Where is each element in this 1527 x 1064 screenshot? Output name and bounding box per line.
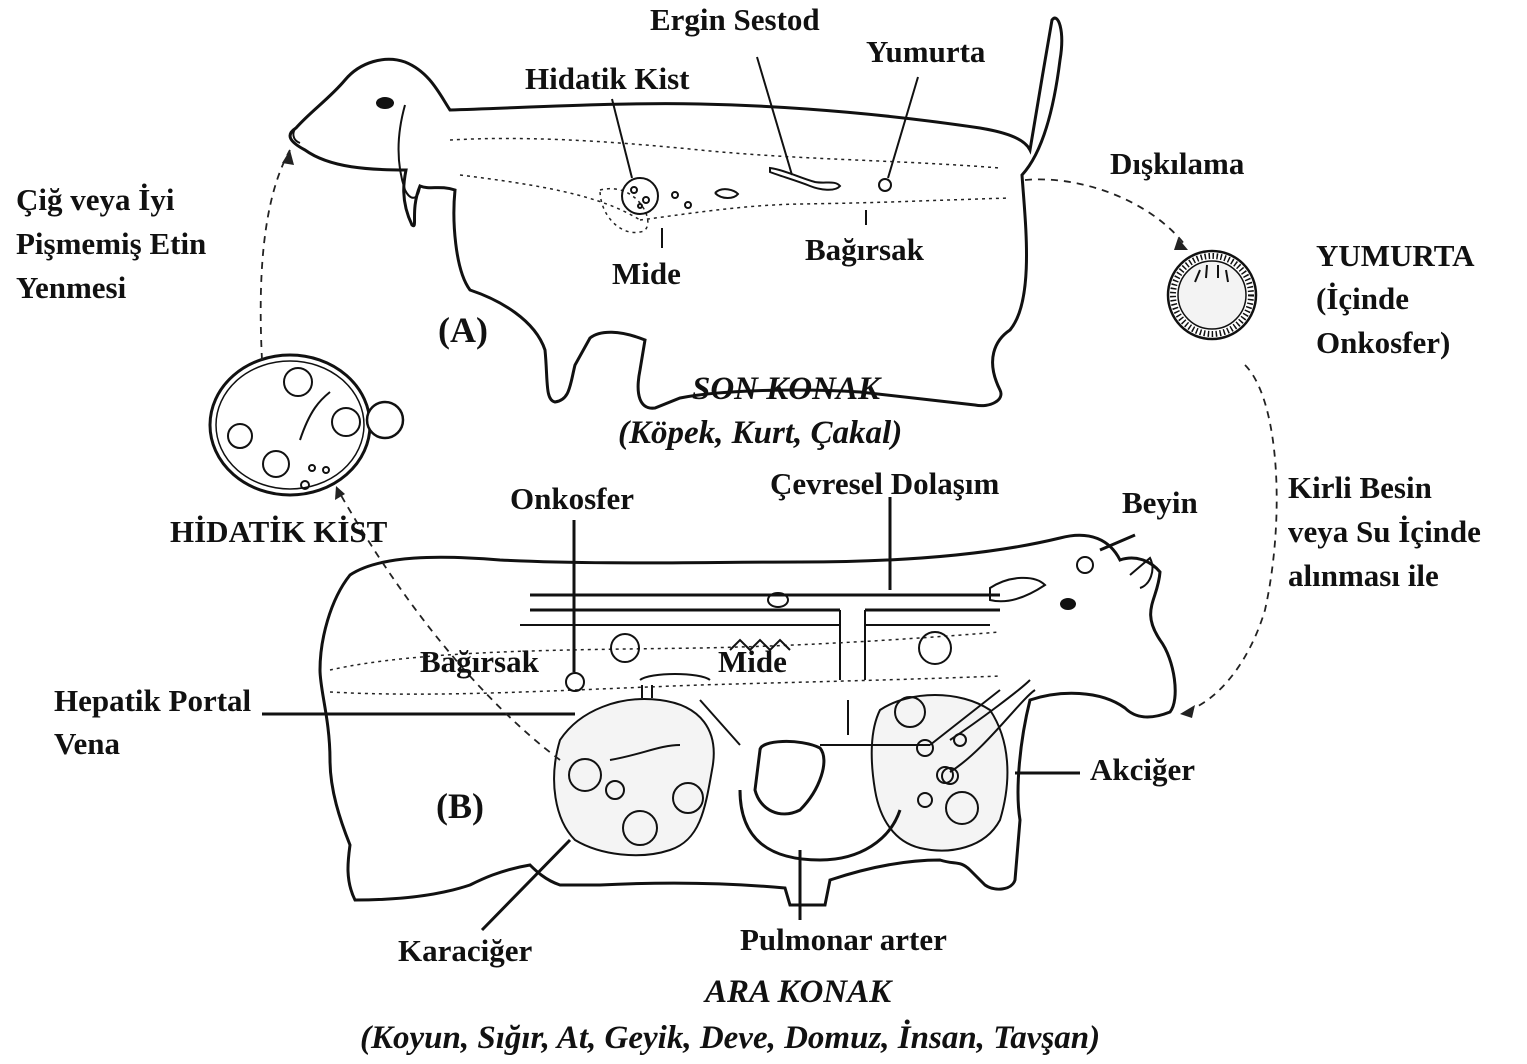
label-ara-konak-hosts: (Koyun, Sığır, At, Geyik, Deve, Domuz, İ… [360, 1018, 1100, 1056]
label-kirli1: Kirli Besin [1288, 470, 1432, 505]
label-son-konak: SON KONAK [692, 371, 882, 407]
label-akciger: Akciğer [1090, 752, 1195, 787]
label-cevresel-dolasim: Çevresel Dolaşım [770, 466, 999, 501]
sheep-intermediate-host [262, 497, 1175, 930]
label-kirli2: veya Su İçinde [1288, 514, 1481, 549]
label-karaciger: Karaciğer [398, 933, 533, 968]
label-diskilama: Dışkılama [1110, 146, 1245, 181]
label-pulmonar-arter: Pulmonar arter [740, 922, 947, 957]
label-cig-line1: Çiğ veya İyi [16, 182, 175, 217]
hydatid-cyst-illustration [210, 355, 403, 495]
label-b: (B) [436, 786, 484, 826]
label-son-konak-hosts: (Köpek, Kurt, Çakal) [618, 415, 902, 451]
label-beyin: Beyin [1122, 485, 1198, 520]
label-hepatik2: Vena [54, 726, 121, 761]
label-egg-title: YUMURTA [1316, 238, 1475, 273]
label-kirli3: alınması ile [1288, 558, 1439, 593]
label-yumurta: Yumurta [866, 34, 986, 69]
label-hidatik-kist-big: HİDATİK KİST [170, 514, 388, 549]
label-bagirsak-top: Bağırsak [805, 232, 925, 267]
label-cig-line2: Pişmemiş Etin [16, 226, 206, 261]
label-cig-line3: Yenmesi [16, 270, 127, 305]
egg-with-oncosphere [1168, 251, 1256, 339]
label-mide-bottom: Mide [718, 644, 787, 679]
label-ergin-sestod: Ergin Sestod [650, 2, 820, 37]
label-bagirsak-bottom: Bağırsak [420, 644, 540, 679]
label-egg-sub1: (İçinde [1316, 281, 1409, 316]
label-mide-top: Mide [612, 256, 681, 291]
label-egg-sub2: Onkosfer) [1316, 325, 1450, 360]
label-hidatik-kist-top: Hidatik Kist [525, 61, 690, 96]
label-hepatik1: Hepatik Portal [54, 683, 252, 718]
label-a: (A) [438, 310, 488, 350]
label-onkosfer: Onkosfer [510, 481, 634, 516]
label-ara-konak: ARA KONAK [703, 974, 893, 1010]
